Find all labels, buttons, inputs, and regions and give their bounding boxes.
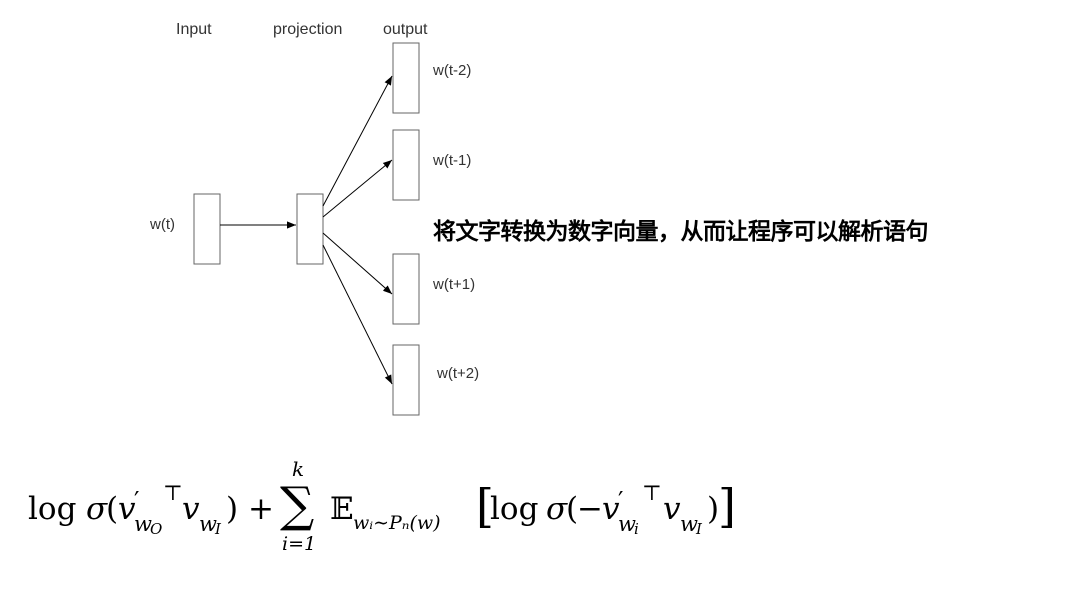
formula-transpose-1: ⊤ <box>163 481 183 505</box>
arrow-to-t-minus-2 <box>322 75 393 207</box>
formula-prime-1: ′ <box>134 487 140 515</box>
formula-sub-w-1: w <box>134 512 152 536</box>
formula-log-1: log <box>28 491 77 527</box>
formula-rparen-1: ) <box>226 491 239 527</box>
formula-rparen-2: ) <box>707 491 720 527</box>
output-word-label-t-minus-2: w(t-2) <box>433 62 472 79</box>
formula-sub-w-2: w <box>199 512 217 536</box>
formula-sum-upper: k <box>292 457 305 481</box>
output-box-t-plus-1 <box>392 253 420 325</box>
formula-expectation-subscript: wᵢ∼Pₙ(w) <box>353 512 441 534</box>
formula-sum: ∑ <box>280 477 315 533</box>
formula-rbracket: ] <box>718 479 736 533</box>
formula-plus: + <box>248 491 274 527</box>
input-box <box>193 193 221 265</box>
formula-sigma-2: σ <box>546 491 568 527</box>
output-word-label-t-plus-1: w(t+1) <box>433 276 476 293</box>
formula-sum-lower: i=1 <box>282 533 317 555</box>
formula-lparen-2: ( <box>566 491 579 527</box>
formula-prime-2: ′ <box>618 487 624 515</box>
arrow-to-t-plus-1 <box>322 232 393 295</box>
formula-lbracket: [ <box>476 479 494 533</box>
formula-transpose-2: ⊤ <box>642 481 662 505</box>
output-word-label-t-plus-2: w(t+2) <box>437 365 480 382</box>
formula-sub-I: I <box>215 520 221 538</box>
formula-v-1: v <box>118 491 136 527</box>
formula-v-3: v <box>602 491 620 527</box>
formula-lparen-1: ( <box>106 491 119 527</box>
arrow-to-t-minus-1 <box>322 159 393 218</box>
formula-sub-i: i <box>634 520 639 538</box>
input-column-header: Input <box>176 21 212 38</box>
output-box-t-minus-1 <box>392 129 420 201</box>
projection-column-header: projection <box>273 21 343 38</box>
formula-expectation: 𝔼 <box>330 491 354 527</box>
output-column-header: output <box>383 21 428 38</box>
output-box-t-plus-2 <box>392 344 420 416</box>
caption-text: 将文字转换为数字向量，从而让程序可以解析语句 <box>433 219 929 245</box>
negative-sampling-formula: log σ ( v ′ w O ⊤ v w I ) + k ∑ i=1 𝔼 wᵢ… <box>28 455 748 565</box>
formula-v-2: v <box>182 491 200 527</box>
formula-sub-I-2: I <box>696 520 702 538</box>
output-word-label-t-minus-1: w(t-1) <box>433 152 472 169</box>
formula-sub-w-3: w <box>618 512 636 536</box>
formula-v-4: v <box>663 491 681 527</box>
input-word-label: w(t) <box>150 216 175 233</box>
output-box-t-minus-2 <box>392 42 420 114</box>
formula-log-2: log <box>490 491 539 527</box>
formula-sub-w-4: w <box>680 512 698 536</box>
arrow-to-t-plus-2 <box>322 244 393 385</box>
formula-minus: − <box>577 491 603 527</box>
projection-box <box>296 193 324 265</box>
formula-sub-O: O <box>150 520 163 538</box>
formula-sigma-1: σ <box>86 491 108 527</box>
